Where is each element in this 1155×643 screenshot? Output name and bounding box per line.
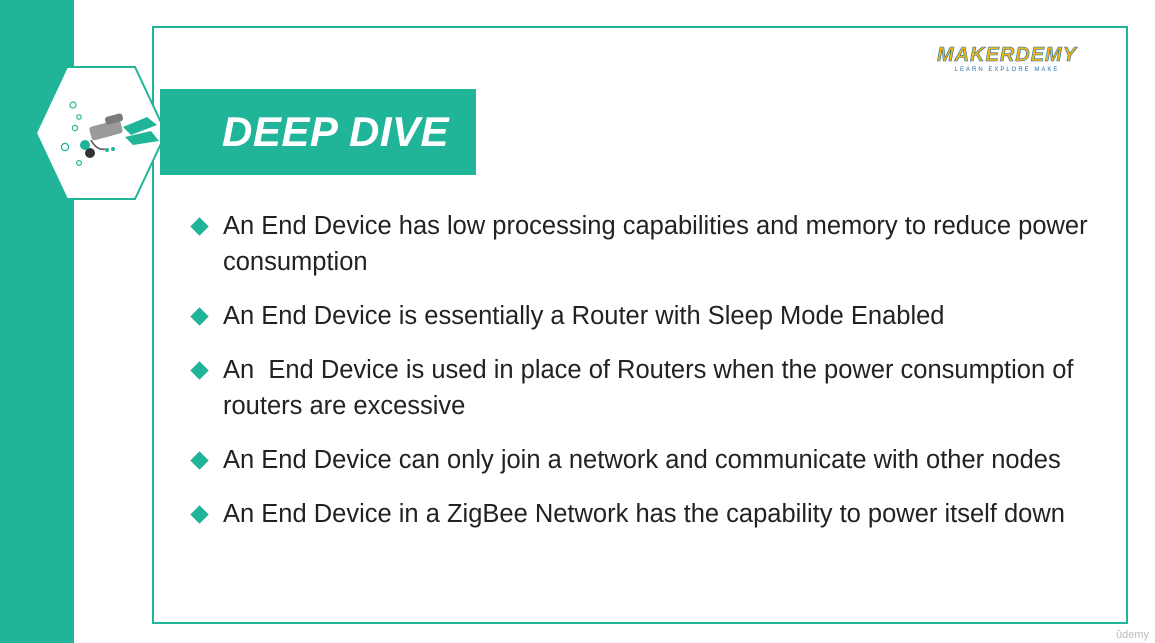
bullet-text: An End Device in a ZigBee Network has th… bbox=[223, 500, 1065, 528]
scuba-diver-icon bbox=[35, 66, 167, 200]
bullet-item: An End Device is used in place of Router… bbox=[190, 352, 1090, 424]
diamond-bullet-icon bbox=[190, 307, 209, 326]
udemy-watermark: ûdemy bbox=[1115, 629, 1149, 641]
logo-tagline: LEARN EXPLORE MAKE bbox=[954, 67, 1060, 73]
makerdemy-logo: MAKERDEMY LEARN EXPLORE MAKE bbox=[924, 44, 1090, 76]
bullet-text: An End Device is used in place of Router… bbox=[223, 356, 1081, 420]
bullet-item: An End Device is essentially a Router wi… bbox=[190, 298, 1090, 334]
bullet-item: An End Device can only join a network an… bbox=[190, 442, 1090, 478]
diamond-bullet-icon bbox=[190, 451, 209, 470]
bullet-item: An End Device has low processing capabil… bbox=[190, 208, 1090, 280]
diamond-bullet-icon bbox=[190, 505, 209, 524]
diamond-bullet-icon bbox=[190, 361, 209, 380]
logo-wordmark: MAKERDEMY bbox=[936, 44, 1078, 67]
slide-title: DEEP DIVE bbox=[222, 108, 450, 155]
title-banner: DEEP DIVE bbox=[160, 89, 476, 175]
bullet-text: An End Device has low processing capabil… bbox=[223, 212, 1088, 276]
bullet-text: An End Device can only join a network an… bbox=[223, 446, 1061, 474]
diamond-bullet-icon bbox=[190, 217, 209, 236]
bullet-item: An End Device in a ZigBee Network has th… bbox=[190, 496, 1090, 532]
bullet-text: An End Device is essentially a Router wi… bbox=[223, 302, 945, 330]
bullet-list: An End Device has low processing capabil… bbox=[190, 208, 1090, 550]
